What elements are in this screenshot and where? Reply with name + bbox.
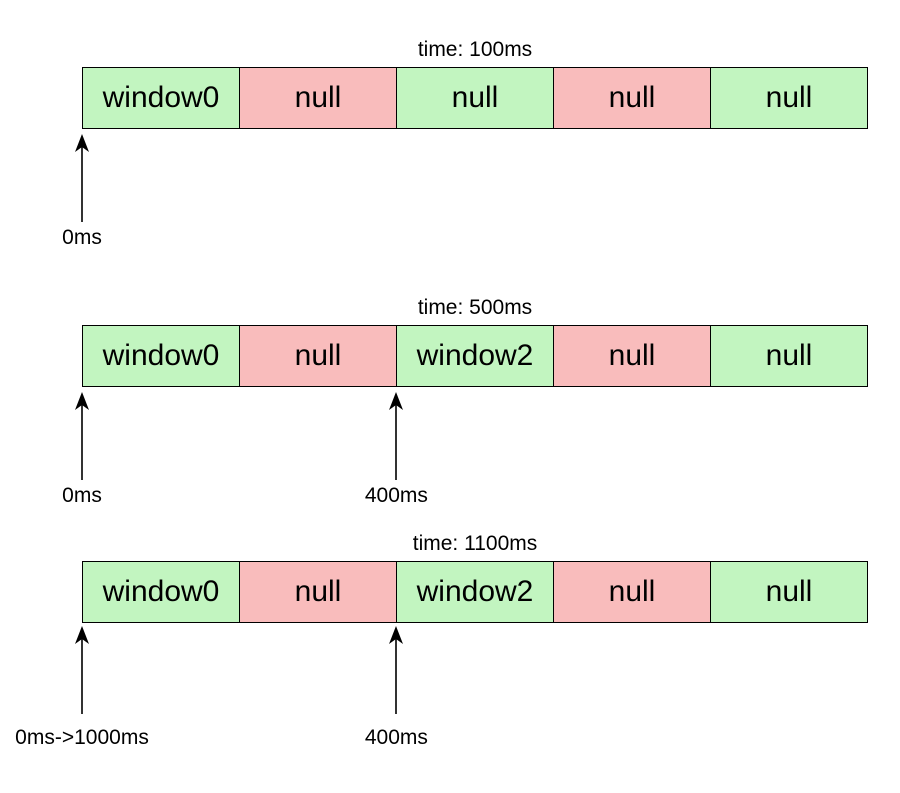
up-arrow-icon <box>386 624 406 714</box>
panel-time-100ms: time: 100ms window0 null null null null … <box>0 0 900 249</box>
pointer-label: 400ms <box>364 484 428 507</box>
array-slot: null <box>554 68 711 128</box>
up-arrow-icon <box>72 624 92 714</box>
array-slot: window0 <box>83 562 240 622</box>
array-slot: null <box>554 326 711 386</box>
array-slot: null <box>711 562 867 622</box>
up-arrow-icon <box>72 132 92 222</box>
array-slot: null <box>240 326 397 386</box>
window-array: window0 null null null null <box>82 67 868 129</box>
array-slot: window2 <box>397 326 554 386</box>
pointer-label: 0ms <box>62 226 102 249</box>
time-label: time: 500ms <box>417 296 533 319</box>
pointer-label: 400ms <box>364 726 428 749</box>
time-label: time: 100ms <box>417 38 533 61</box>
up-arrow-icon <box>386 390 406 480</box>
pointer-label: 0ms->1000ms <box>15 726 149 749</box>
array-slot: window0 <box>83 326 240 386</box>
window-array: window0 null window2 null null <box>82 325 868 387</box>
array-slot: null <box>554 562 711 622</box>
array-slot: null <box>711 326 867 386</box>
array-slot: null <box>240 562 397 622</box>
time-label: time: 1100ms <box>412 532 538 555</box>
array-slot: null <box>397 68 554 128</box>
window-array: window0 null window2 null null <box>82 561 868 623</box>
array-slot: null <box>240 68 397 128</box>
pointer-label: 0ms <box>62 484 102 507</box>
up-arrow-icon <box>72 390 92 480</box>
array-slot: null <box>711 68 867 128</box>
panel-time-1100ms: time: 1100ms window0 null window2 null n… <box>0 530 900 760</box>
panel-time-500ms: time: 500ms window0 null window2 null nu… <box>0 258 900 507</box>
array-slot: window0 <box>83 68 240 128</box>
array-slot: window2 <box>397 562 554 622</box>
